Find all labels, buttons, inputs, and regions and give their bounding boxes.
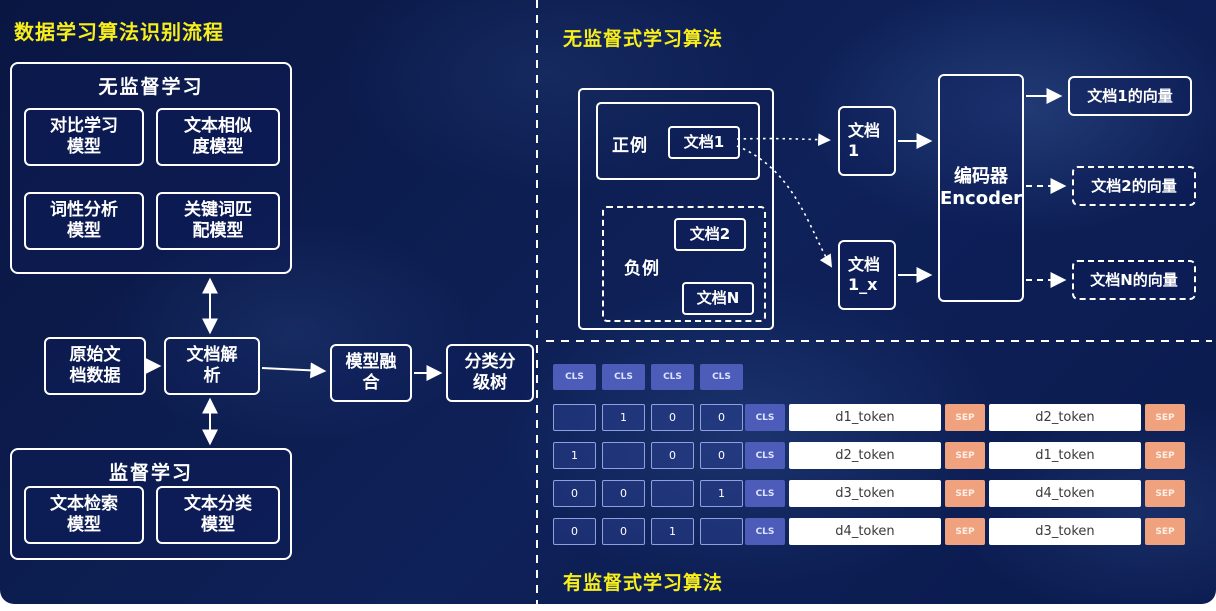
doc1-box: 文档1 bbox=[668, 126, 740, 159]
left-panel-title: 数据学习算法识别流程 bbox=[14, 20, 224, 44]
model-text-similarity-box: 文本相似 度模型 bbox=[156, 108, 280, 166]
token-chip: d3_token bbox=[989, 518, 1141, 545]
doc-parse-box: 文档解 析 bbox=[164, 337, 260, 395]
token-chip: d1_token bbox=[989, 442, 1141, 469]
matrix-cell: 0 bbox=[651, 404, 694, 431]
positive-example-box: 正例 文档1 bbox=[596, 102, 760, 180]
model-keyword-matching-box: 关键词匹 配模型 bbox=[156, 192, 280, 250]
negative-example-box: 负例 文档2 文档N bbox=[602, 206, 766, 322]
model-text-classification-box: 文本分类 模型 bbox=[156, 486, 280, 544]
sample-container-box: 正例 文档1 负例 文档2 文档N bbox=[578, 88, 774, 330]
matrix-cell bbox=[700, 518, 743, 545]
matrix-cell: 0 bbox=[602, 480, 645, 507]
input-doc1-box: 文档 1 bbox=[838, 106, 896, 176]
matrix-cell: 0 bbox=[553, 480, 596, 507]
sep-chip: SEP bbox=[1145, 518, 1185, 545]
sep-chip: SEP bbox=[945, 518, 985, 545]
input-doc1x-box: 文档 1_x bbox=[838, 240, 896, 310]
positive-label: 正例 bbox=[612, 136, 648, 156]
matrix-cell: 0 bbox=[700, 404, 743, 431]
model-contrastive-learning-box: 对比学习 模型 bbox=[24, 108, 144, 166]
unsupervised-group-title: 无监督学习 bbox=[98, 76, 204, 98]
supervised-group-box: 监督学习 文本检索 模型 文本分类 模型 bbox=[10, 448, 292, 560]
matrix-cell bbox=[602, 442, 645, 469]
token-sequence-row: CLS d3_token SEP d4_token SEP bbox=[745, 480, 1185, 507]
mask-matrix-row: 1 0 0 bbox=[553, 442, 743, 469]
token-sequence-row: CLS d4_token SEP d3_token SEP bbox=[745, 518, 1185, 545]
matrix-cell: 0 bbox=[700, 442, 743, 469]
raw-docs-box: 原始文 档数据 bbox=[44, 337, 146, 395]
cls-chip: CLS bbox=[700, 364, 743, 390]
token-sequence-row: CLS d1_token SEP d2_token SEP bbox=[745, 404, 1185, 431]
cls-chip: CLS bbox=[745, 404, 785, 431]
negative-label: 负例 bbox=[624, 259, 660, 279]
cls-chip: CLS bbox=[745, 442, 785, 469]
model-fusion-box: 模型融 合 bbox=[330, 344, 412, 402]
cls-chip: CLS bbox=[745, 518, 785, 545]
docN-box: 文档N bbox=[682, 282, 754, 315]
token-sequence-row: CLS d2_token SEP d1_token SEP bbox=[745, 442, 1185, 469]
sep-chip: SEP bbox=[1145, 404, 1185, 431]
cls-header-row: CLS CLS CLS CLS bbox=[553, 364, 743, 390]
doc2-box: 文档2 bbox=[674, 218, 746, 251]
sep-chip: SEP bbox=[1145, 480, 1185, 507]
sep-chip: SEP bbox=[1145, 442, 1185, 469]
token-chip: d3_token bbox=[789, 480, 941, 507]
mask-matrix-row: 0 0 1 bbox=[553, 518, 743, 545]
token-chip: d1_token bbox=[789, 404, 941, 431]
token-chip: d4_token bbox=[789, 518, 941, 545]
supervised-panel-title: 有监督式学习算法 bbox=[563, 572, 724, 594]
token-chip: d2_token bbox=[789, 442, 941, 469]
model-text-retrieval-box: 文本检索 模型 bbox=[24, 486, 144, 544]
matrix-cell: 0 bbox=[553, 518, 596, 545]
unsupervised-panel-title: 无监督式学习算法 bbox=[563, 28, 724, 50]
matrix-cell: 1 bbox=[553, 442, 596, 469]
sep-chip: SEP bbox=[945, 404, 985, 431]
cls-chip: CLS bbox=[553, 364, 596, 390]
output-vector1-box: 文档1的向量 bbox=[1068, 76, 1192, 116]
matrix-cell bbox=[553, 404, 596, 431]
matrix-cell: 1 bbox=[700, 480, 743, 507]
token-chip: d4_token bbox=[989, 480, 1141, 507]
sep-chip: SEP bbox=[945, 480, 985, 507]
mask-matrix-row: 0 0 1 bbox=[553, 480, 743, 507]
token-chip: d2_token bbox=[989, 404, 1141, 431]
model-pos-analysis-box: 词性分析 模型 bbox=[24, 192, 144, 250]
supervised-group-title: 监督学习 bbox=[108, 462, 193, 484]
sep-chip: SEP bbox=[945, 442, 985, 469]
classification-tree-box: 分类分 级树 bbox=[446, 344, 534, 402]
cls-chip: CLS bbox=[651, 364, 694, 390]
matrix-cell bbox=[651, 480, 694, 507]
output-vector2-box: 文档2的向量 bbox=[1072, 166, 1196, 206]
matrix-cell: 1 bbox=[602, 404, 645, 431]
matrix-cell: 0 bbox=[602, 518, 645, 545]
mask-matrix-row: 1 0 0 bbox=[553, 404, 743, 431]
cls-chip: CLS bbox=[602, 364, 645, 390]
matrix-cell: 1 bbox=[651, 518, 694, 545]
cls-chip: CLS bbox=[745, 480, 785, 507]
encoder-box: 编码器 Encoder bbox=[938, 74, 1024, 302]
unsupervised-group-box: 无监督学习 对比学习 模型 文本相似 度模型 词性分析 模型 关键词匹 配模型 bbox=[10, 62, 292, 274]
output-vectorN-box: 文档N的向量 bbox=[1072, 260, 1196, 300]
matrix-cell: 0 bbox=[651, 442, 694, 469]
